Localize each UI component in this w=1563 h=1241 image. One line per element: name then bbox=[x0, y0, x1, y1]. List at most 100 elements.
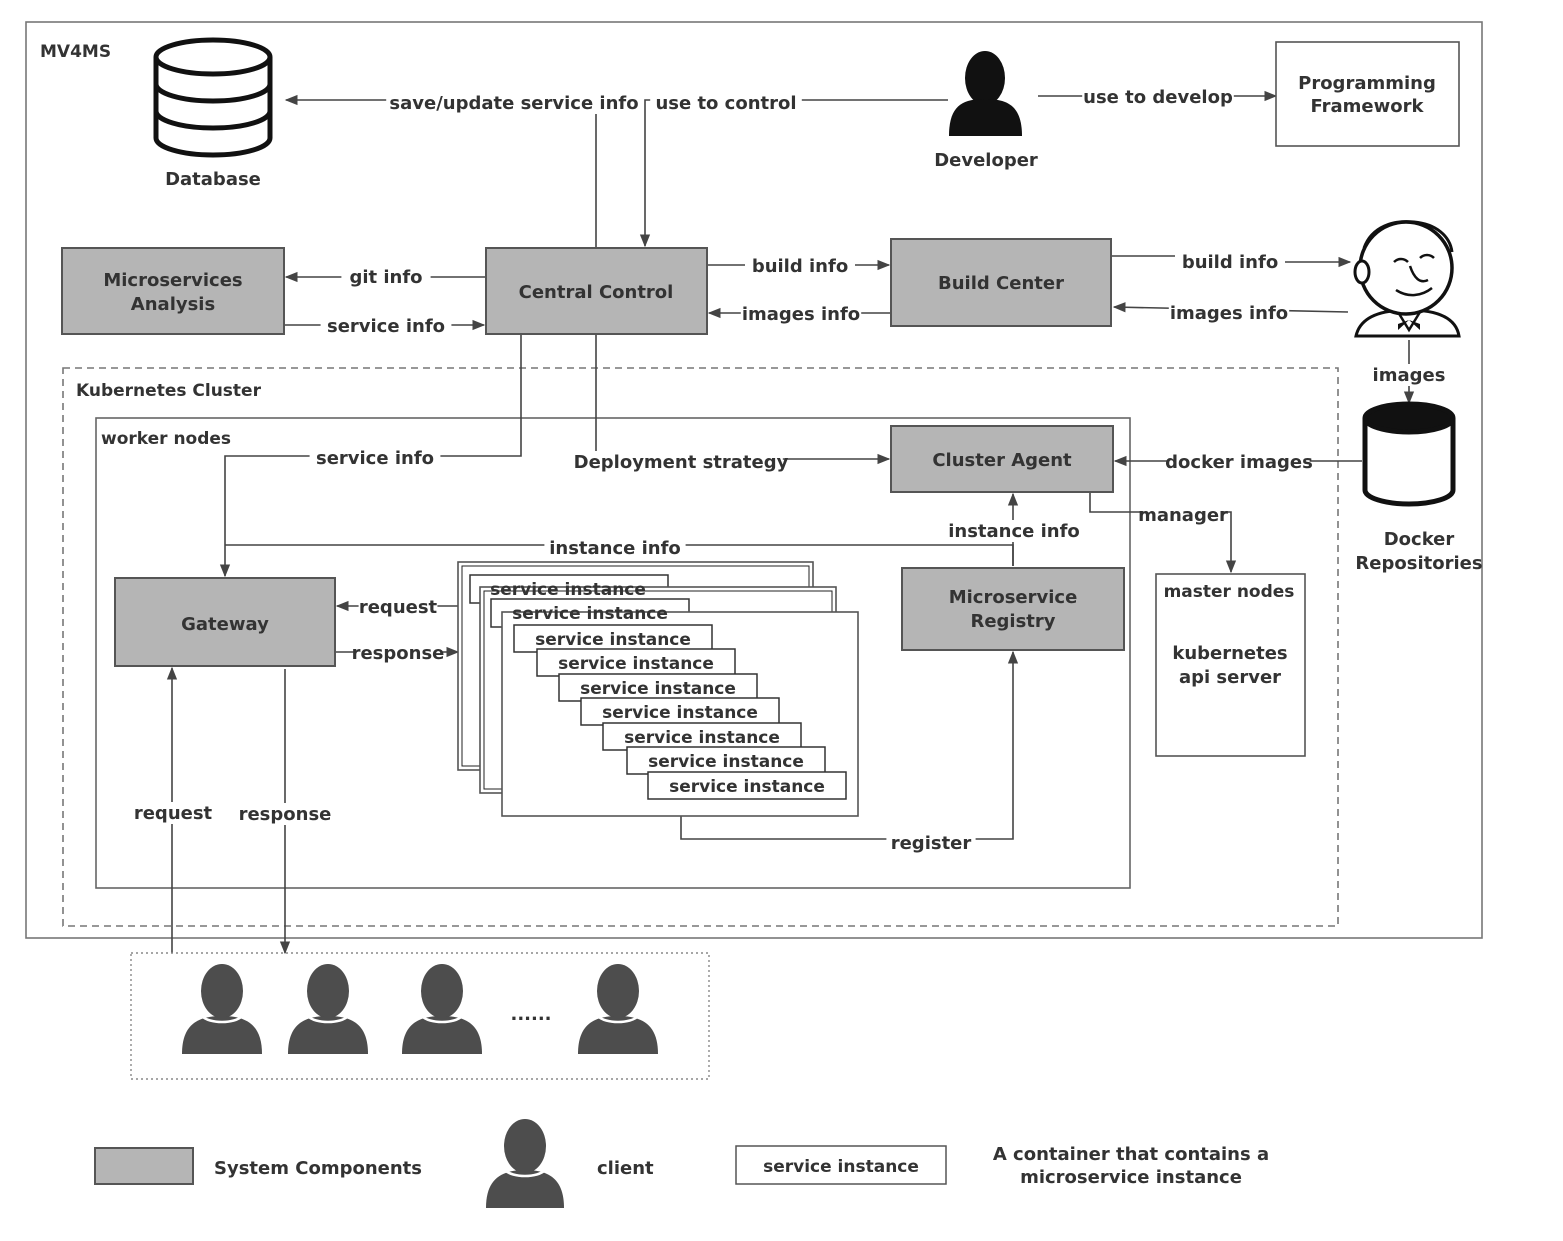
client-person-icon bbox=[182, 964, 262, 1054]
edge-label-service-info-gateway-bg bbox=[309, 447, 441, 469]
database-icon bbox=[153, 37, 273, 158]
edge-use-to-control bbox=[639, 99, 948, 248]
build-center-box bbox=[890, 238, 1112, 327]
edge-label-request-client-bg bbox=[133, 802, 213, 824]
service-instance-label: service instance bbox=[535, 630, 691, 650]
edge-label-deployment-strategy-bg bbox=[579, 451, 783, 473]
edge-label-use-to-develop: use to develop bbox=[1083, 87, 1233, 108]
service-instance-box bbox=[580, 697, 780, 726]
edge-label-images-info-cc: images info bbox=[742, 304, 860, 325]
microservice-registry-line2: Registry bbox=[970, 611, 1055, 632]
client-person-icon bbox=[578, 964, 658, 1054]
edge-label-request-client: request bbox=[134, 803, 213, 824]
edge-label-register-bg bbox=[886, 832, 976, 854]
master-nodes-box bbox=[1155, 573, 1306, 757]
edge-label-build-info-jenkins: build info bbox=[1182, 252, 1278, 273]
edge-label-service-info-analysis: service info bbox=[327, 316, 445, 337]
edge-label-instance-info-agent: instance info bbox=[948, 521, 1080, 542]
service-instance-box bbox=[602, 722, 802, 751]
edge-label-service-info-gateway: service info bbox=[316, 448, 434, 469]
edge-label-images-info-cc-bg bbox=[740, 303, 862, 325]
edge-label-response-client-bg bbox=[240, 803, 330, 825]
client-person-icon bbox=[288, 964, 368, 1054]
kubernetes-cluster-label: Kubernetes Cluster bbox=[76, 381, 262, 401]
cluster-agent-label: Cluster Agent bbox=[932, 450, 1072, 471]
docker-repository-cylinder-icon bbox=[1362, 401, 1456, 507]
edge-label-response-gateway-bg bbox=[353, 642, 443, 664]
edge-label-manager: manager bbox=[1138, 505, 1228, 526]
service-instance-label: service instance bbox=[669, 777, 825, 797]
service-instance-label: service instance bbox=[580, 679, 736, 699]
cluster-agent-box bbox=[890, 425, 1114, 493]
worker-nodes-boundary bbox=[95, 417, 1131, 889]
system-title: MV4MS bbox=[40, 42, 111, 62]
legend-client-person-icon bbox=[486, 1119, 564, 1208]
legend-system-components-swatch bbox=[94, 1147, 194, 1185]
legend-container-desc-line2: microservice instance bbox=[1020, 1167, 1242, 1188]
edge-label-save-update-bg bbox=[386, 92, 642, 114]
service-instance-box bbox=[513, 624, 713, 653]
kubernetes-api-line1: kubernetes bbox=[1172, 643, 1287, 664]
edge-label-deployment-strategy: Deployment strategy bbox=[574, 452, 789, 473]
legend-system-components-label: System Components bbox=[214, 1158, 422, 1179]
developer-label: Developer bbox=[934, 150, 1038, 171]
service-instance-box bbox=[647, 771, 847, 800]
edge-label-images: images bbox=[1373, 365, 1446, 386]
edge-label-instance-info-gateway: instance info bbox=[549, 538, 681, 559]
edge-label-response-client: response bbox=[239, 804, 332, 825]
microservice-registry-line1: Microservice bbox=[949, 587, 1078, 608]
database-label: Database bbox=[165, 169, 261, 190]
kubernetes-api-line2: api server bbox=[1179, 667, 1281, 688]
legend-client-label: client bbox=[597, 1158, 654, 1179]
edge-label-instance-info-agent-bg bbox=[943, 520, 1085, 542]
edge-label-docker-images-bg bbox=[1168, 451, 1310, 473]
edge-label-use-to-develop-bg bbox=[1082, 86, 1234, 108]
service-instance-label: service instance bbox=[624, 728, 780, 748]
edge-label-register: register bbox=[891, 833, 972, 854]
service-instance-label: service instance bbox=[648, 752, 804, 772]
edge-label-build-info-cc-bg bbox=[745, 255, 855, 277]
jenkins-butler-icon bbox=[1353, 220, 1461, 338]
edge-register bbox=[680, 650, 1019, 840]
gateway-box bbox=[114, 577, 336, 667]
service-instance-hidden-label: service instance bbox=[490, 580, 646, 600]
edge-label-save-update: save/update service info bbox=[389, 93, 638, 114]
edge-label-use-to-control: use to control bbox=[655, 93, 796, 114]
service-instance-box bbox=[558, 673, 758, 702]
worker-nodes-label: worker nodes bbox=[101, 429, 231, 449]
edge-deployment-strategy bbox=[595, 334, 891, 465]
mv4ms-boundary bbox=[25, 21, 1483, 939]
docker-repositories-line1: Docker bbox=[1384, 529, 1455, 550]
edge-label-instance-info-gateway-bg bbox=[544, 537, 686, 559]
microservices-analysis-line1: Microservices bbox=[103, 270, 242, 291]
edge-label-response-gateway: response bbox=[352, 643, 445, 664]
edge-label-build-info-jenkins-bg bbox=[1175, 251, 1285, 273]
kubernetes-cluster-boundary bbox=[62, 367, 1339, 927]
edge-save-update-service-info bbox=[284, 94, 597, 248]
edge-label-git-info: git info bbox=[349, 267, 422, 288]
service-instance-label: service instance bbox=[602, 703, 758, 723]
programming-framework-line2: Framework bbox=[1311, 96, 1425, 117]
microservice-registry-box bbox=[901, 567, 1125, 651]
edge-label-use-to-control-bg bbox=[650, 92, 802, 114]
edge-instance-info-gateway bbox=[225, 544, 1014, 566]
edge-label-manager-bg bbox=[1143, 504, 1223, 526]
edge-label-images-info-jenkins-bg bbox=[1168, 302, 1290, 324]
master-nodes-label: master nodes bbox=[1164, 582, 1295, 602]
clients-group-boundary bbox=[130, 952, 710, 1080]
edge-label-request-gateway: request bbox=[359, 597, 438, 618]
programming-framework-box bbox=[1275, 41, 1460, 147]
edge-label-docker-images: docker images bbox=[1165, 452, 1313, 473]
edge-label-images-bg bbox=[1374, 364, 1444, 386]
microservices-analysis-box bbox=[61, 247, 285, 335]
programming-framework-line1: Programming bbox=[1298, 73, 1436, 94]
edge-label-service-info-analysis-bg bbox=[320, 315, 452, 337]
legend-service-instance-box bbox=[735, 1145, 947, 1185]
microservices-analysis-line2: Analysis bbox=[131, 294, 215, 315]
developer-person-icon bbox=[949, 51, 1022, 136]
client-person-icon bbox=[402, 964, 482, 1054]
edge-label-git-info-bg bbox=[341, 266, 431, 288]
edge-label-request-gateway-bg bbox=[358, 596, 438, 618]
legend-container-desc-line1: A container that contains a bbox=[993, 1144, 1269, 1165]
service-instance-hidden-label: service instance bbox=[512, 604, 668, 624]
